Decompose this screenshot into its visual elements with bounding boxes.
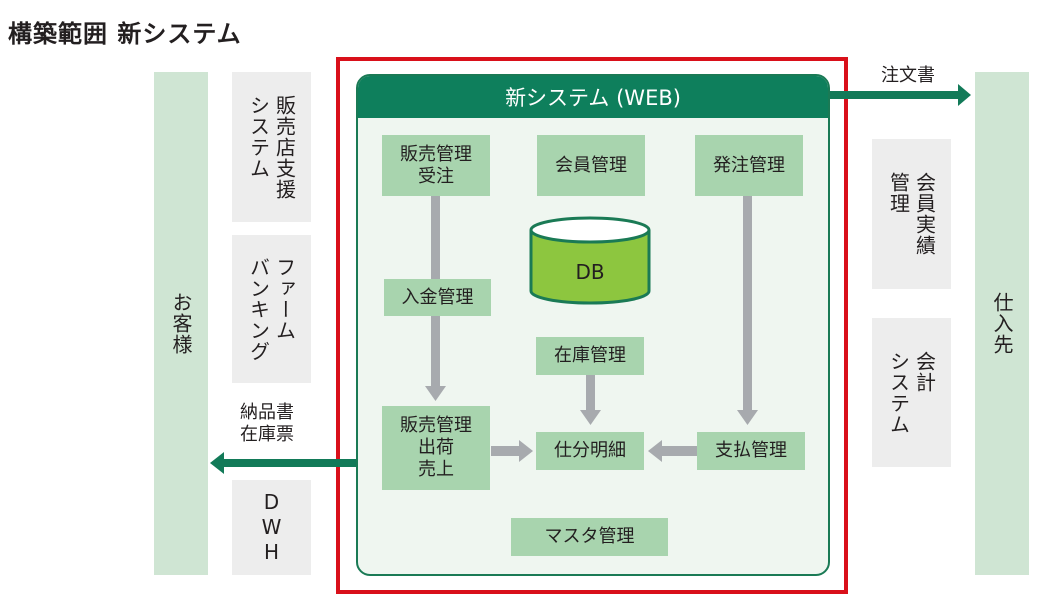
- new-system-title: 新システム (WEB): [505, 86, 681, 110]
- module-payment-in: 入金管理: [384, 279, 491, 316]
- module-sales-shipping: 販売管理 出荷 売上: [382, 406, 490, 490]
- customer-label: お客様: [169, 292, 193, 355]
- firm-banking-label: ファーム バンキング: [246, 256, 297, 362]
- arrow-to-supplier-shaft: [830, 91, 960, 99]
- module-sales-order: 販売管理 受注: [382, 135, 490, 196]
- arrow-to-customer-head: [210, 452, 224, 474]
- member-results-label: 会員実績 管理: [886, 172, 937, 256]
- scope-frame: [336, 57, 848, 594]
- new-system-header: 新システム (WEB): [358, 76, 828, 118]
- sales-support-system-box: 販売店支援 システム: [232, 72, 311, 222]
- sales-support-system-label: 販売店支援 システム: [246, 94, 297, 200]
- module-journal: 仕分明細: [536, 432, 644, 470]
- accounting-system-label: 会計 システム: [886, 350, 937, 435]
- module-inventory: 在庫管理: [536, 337, 644, 375]
- module-member: 会員管理: [537, 135, 645, 196]
- accounting-system-box: 会計 システム: [872, 318, 951, 467]
- delivery-docs-label: 納品書 在庫票: [240, 402, 294, 445]
- dwh-box: DWH: [232, 480, 311, 575]
- purchase-order-doc-label: 注文書: [881, 65, 935, 86]
- module-master: マスタ管理: [511, 518, 668, 556]
- module-purchase-order: 発注管理: [695, 135, 803, 196]
- page-title: 構築範囲 新システム: [8, 20, 242, 48]
- dwh-label: DWH: [259, 490, 284, 565]
- module-payment-out: 支払管理: [697, 432, 805, 470]
- supplier-band: 仕入先: [975, 72, 1029, 575]
- arrow-to-supplier-head: [958, 84, 971, 106]
- customer-band: お客様: [154, 72, 208, 575]
- supplier-label: 仕入先: [990, 292, 1014, 355]
- member-results-box: 会員実績 管理: [872, 139, 951, 289]
- firm-banking-box: ファーム バンキング: [232, 235, 311, 383]
